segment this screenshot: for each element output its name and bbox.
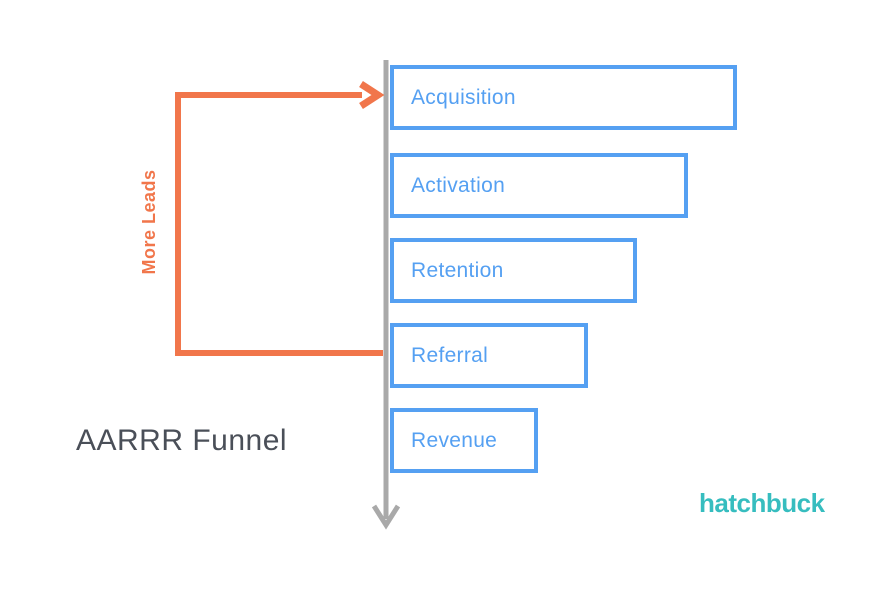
hatchbuck-logo: hatchbuck	[699, 488, 825, 518]
stage-label: Revenue	[411, 428, 498, 452]
stage-revenue: Revenue	[390, 408, 538, 473]
stage-retention: Retention	[390, 238, 637, 303]
more-leads-loop-path	[175, 92, 383, 356]
diagram-title: AARRR Funnel	[76, 424, 288, 457]
stage-referral: Referral	[390, 323, 588, 388]
stage-label: Retention	[411, 258, 504, 282]
stage-acquisition: Acquisition	[390, 65, 737, 130]
right-arrowhead-icon	[359, 81, 385, 109]
stage-activation: Activation	[390, 153, 688, 218]
down-arrowhead-icon	[371, 504, 401, 530]
more-leads-label: More Leads	[139, 169, 159, 275]
stage-label: Referral	[411, 343, 489, 367]
stage-label: Activation	[411, 173, 506, 197]
stage-label: Acquisition	[411, 85, 516, 109]
